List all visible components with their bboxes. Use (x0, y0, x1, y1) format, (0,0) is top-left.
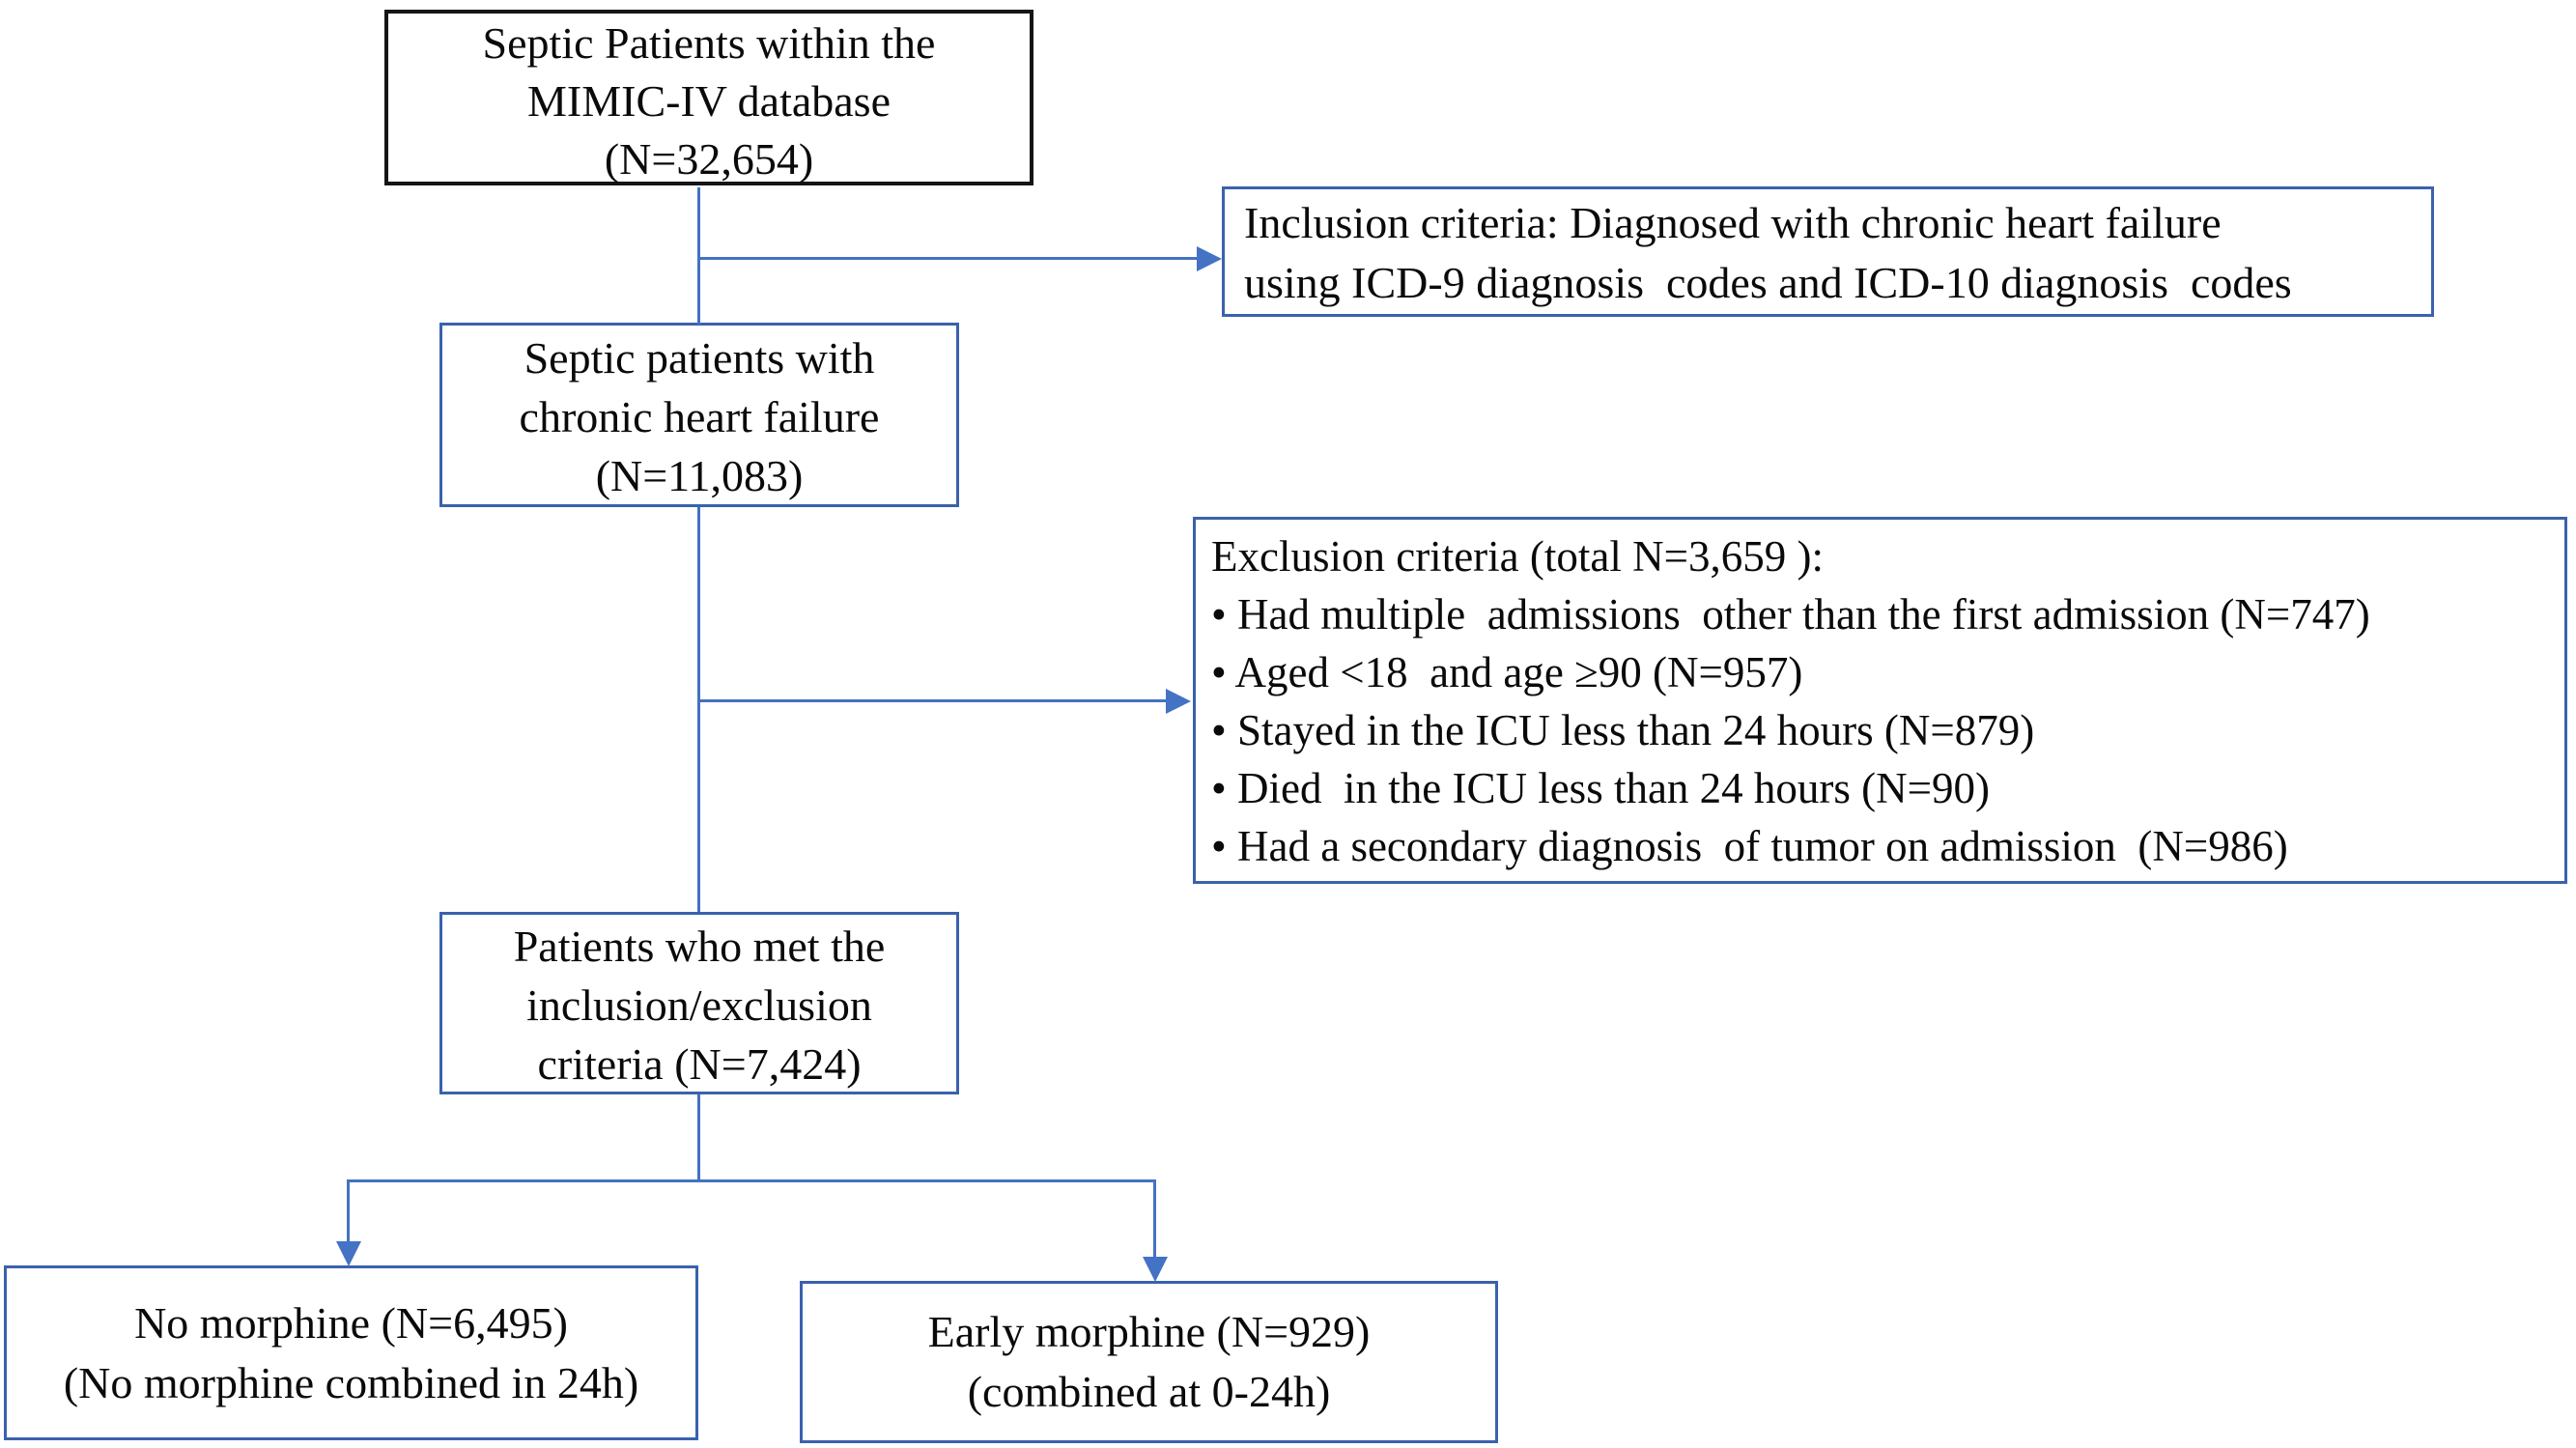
drop-right-line (1153, 1179, 1156, 1258)
box-inclusion-criteria: Inclusion criteria: Diagnosed with chron… (1222, 186, 2434, 317)
septic-chf-line-2: chronic heart failure (519, 392, 880, 441)
inclusion-criteria-line-1: Inclusion criteria: Diagnosed with chron… (1244, 198, 2222, 247)
box-septic-mimic-population: Septic Patients within the MIMIC-IV data… (384, 10, 1033, 185)
exclusion-bullet-multiple-admissions: • Had multiple admissions other than the… (1211, 590, 2370, 639)
connector-to-exclusion (697, 699, 1168, 702)
exclusion-bullet-tumor: • Had a secondary diagnosis of tumor on … (1211, 822, 2288, 870)
no-morphine-line-1: No morphine (N=6,495) (134, 1298, 568, 1348)
arrow-down-early-morphine-icon (1143, 1257, 1168, 1282)
arrow-down-no-morphine-icon (336, 1241, 361, 1266)
box-no-morphine-group: No morphine (N=6,495) (No morphine combi… (4, 1265, 698, 1440)
box-septic-chf-population: Septic patients with chronic heart failu… (439, 323, 959, 507)
septic-chf-line-1: Septic patients with (524, 333, 875, 383)
septic-chf-count: (N=11,083) (595, 451, 804, 500)
no-morphine-line-2: (No morphine combined in 24h) (63, 1358, 639, 1407)
arrow-right-exclusion-icon (1166, 689, 1191, 714)
connector-eligible-to-split (697, 1094, 700, 1182)
split-line (347, 1179, 1156, 1182)
septic-mimic-line-1: Septic Patients within the (482, 18, 936, 68)
connector-to-inclusion (697, 257, 1199, 260)
early-morphine-line-2: (combined at 0-24h) (967, 1367, 1331, 1416)
exclusion-bullet-icu-stay: • Stayed in the ICU less than 24 hours (… (1211, 706, 2035, 754)
connector-top-to-chf (697, 187, 700, 325)
inclusion-criteria-line-2: using ICD-9 diagnosis codes and ICD-10 d… (1244, 258, 2292, 307)
drop-left-line (347, 1179, 350, 1244)
box-eligible-patients: Patients who met the inclusion/exclusion… (439, 912, 959, 1094)
arrow-right-inclusion-icon (1197, 246, 1222, 271)
septic-mimic-count: (N=32,654) (604, 134, 814, 184)
exclusion-bullet-icu-death: • Died in the ICU less than 24 hours (N=… (1211, 764, 1991, 812)
septic-mimic-line-2: MIMIC-IV database (527, 76, 891, 126)
box-exclusion-criteria: Exclusion criteria (total N=3,659 ): • H… (1193, 517, 2567, 884)
eligible-line-2: inclusion/exclusion (526, 980, 872, 1030)
exclusion-criteria-title: Exclusion criteria (total N=3,659 ): (1211, 532, 1824, 581)
eligible-line-1: Patients who met the (513, 922, 886, 971)
box-early-morphine-group: Early morphine (N=929) (combined at 0-24… (800, 1281, 1498, 1443)
eligible-count: criteria (N=7,424) (537, 1039, 862, 1089)
exclusion-bullet-age: • Aged <18 and age ≥90 (N=957) (1211, 648, 1803, 696)
early-morphine-line-1: Early morphine (N=929) (927, 1307, 1371, 1356)
connector-chf-to-eligible (697, 507, 700, 912)
